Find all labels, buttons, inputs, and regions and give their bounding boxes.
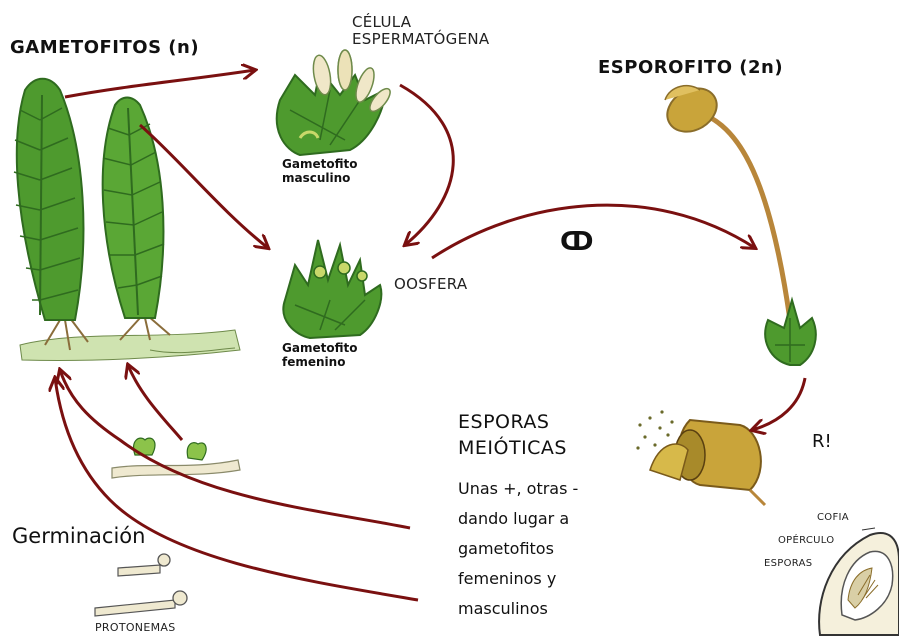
protonemas-label: PROTONEMAS	[95, 622, 176, 635]
male-gametophyte	[277, 50, 394, 155]
spores-description: Unas +, otras - dando lugar a gametofito…	[458, 474, 578, 624]
gametophyte-plants	[14, 79, 240, 361]
germinating-spores	[95, 554, 187, 616]
arrow-protonema-to-stem2	[128, 365, 182, 440]
spermatogenous-line-2: ESPERMATÓGENA	[352, 31, 489, 48]
oosphere-label: OOSFERA	[394, 276, 467, 293]
meiosis-mark: R!	[812, 432, 832, 453]
meiotic-spores-label: ESPORAS MEIÓTICAS	[458, 410, 567, 461]
arrow-germination-to-stem	[55, 378, 418, 600]
arrow-to-male	[65, 70, 255, 97]
male-label-line-1: Gametofito	[282, 158, 357, 172]
spores-desc-line-1: Unas +, otras -	[458, 474, 578, 504]
arrow-to-capsule	[752, 378, 805, 430]
gametophytes-title: GAMETOFITOS (n)	[10, 38, 199, 59]
operculo-label: OPÉRCULO	[778, 535, 834, 547]
sporophyte	[659, 80, 815, 365]
meiotic-spores-line-2: MEIÓTICAS	[458, 436, 567, 462]
moss-stem-2	[103, 98, 164, 319]
spores-desc-line-4: femeninos y	[458, 564, 578, 594]
spermatogenous-line-1: CÉLULA	[352, 14, 489, 31]
moss-stem-1	[14, 79, 83, 320]
male-gametophyte-label: Gametofito masculino	[282, 158, 357, 186]
spores-desc-line-2: dando lugar a	[458, 504, 578, 534]
fertilization-symbol-icon: ↀ	[560, 228, 594, 258]
female-gametophyte	[283, 240, 381, 338]
cofia-label: COFIA	[817, 512, 849, 524]
capsule-releasing-spores	[636, 410, 765, 505]
sporophyte-title: ESPOROFITO (2n)	[598, 58, 783, 79]
male-label-line-2: masculino	[282, 172, 357, 186]
meiotic-spores-line-1: ESPORAS	[458, 410, 567, 436]
spermatogenous-cell-label: CÉLULA ESPERMATÓGENA	[352, 14, 489, 49]
female-gametophyte-label: Gametofito femenino	[282, 342, 357, 370]
spores-desc-line-5: masculinos	[458, 594, 578, 624]
spores-desc-line-3: gametofitos	[458, 534, 578, 564]
esporas-small-label: ESPORAS	[764, 558, 812, 570]
arrow-male-to-female	[400, 85, 453, 245]
female-label-line-2: femenino	[282, 356, 357, 370]
germination-label: Germinación	[12, 524, 145, 548]
female-label-line-1: Gametofito	[282, 342, 357, 356]
